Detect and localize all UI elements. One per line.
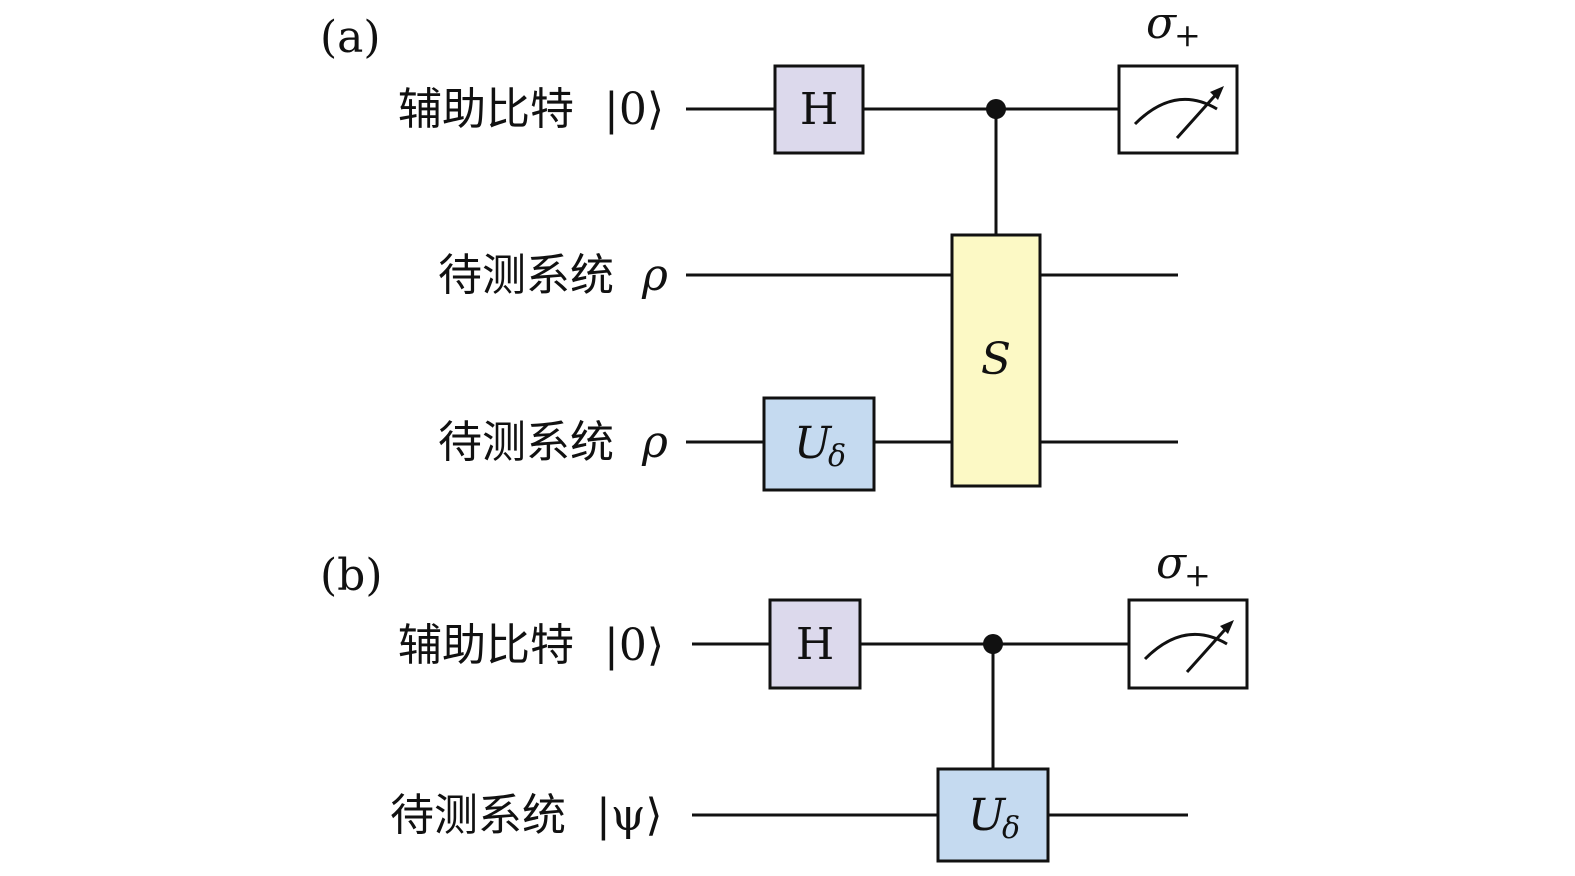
panel-a-wire3-state: ρ	[641, 417, 668, 468]
panel-b-unitary-base: U	[968, 790, 1007, 841]
panel-a-measurement-sub: +	[1174, 16, 1201, 54]
panel-b-control-dot	[983, 634, 1003, 654]
panel-a-swap-gate	[950, 233, 1042, 488]
panel-b-unitary-sub: δ	[1002, 811, 1020, 846]
panel-b-measurement-sub: +	[1184, 556, 1211, 594]
panel-b-hadamard-gate	[768, 598, 862, 690]
panel-a-wire2-text: 待测系统	[438, 250, 614, 301]
panel-a-wire3-text: 待测系统	[438, 417, 614, 468]
panel-a-swap-label: S	[981, 334, 1011, 385]
panel-b-label: (b)	[320, 550, 383, 601]
panel-a-wire2-state: ρ	[641, 250, 668, 301]
panel-b: (b) 辅助比特 |0⟩ 待测系统 |ψ⟩ H U δ σ +	[320, 538, 1249, 863]
panel-a-control-dot	[986, 99, 1006, 119]
panel-a: (a) 辅助比特 |0⟩ 待测系统 ρ 待测系统 ρ H S U δ	[320, 0, 1239, 492]
panel-b-wire2-state: |ψ⟩	[596, 790, 663, 841]
panel-a-unitary-gate	[762, 396, 876, 492]
panel-b-hadamard-label: H	[796, 619, 834, 670]
panel-a-wire1-text: 辅助比特	[398, 84, 574, 135]
panel-a-meter-icon	[1133, 86, 1224, 140]
panel-b-unitary-gate	[936, 767, 1050, 863]
panel-a-unitary-sub: δ	[828, 439, 846, 474]
panel-a-unitary-base: U	[794, 418, 833, 469]
panel-a-hadamard-label: H	[800, 84, 838, 135]
panel-b-measurement-base: σ	[1156, 538, 1188, 589]
panel-b-wire2-text: 待测系统	[390, 790, 566, 841]
panel-b-wire1-state: |0⟩	[604, 620, 664, 671]
panel-a-wire1-state: |0⟩	[604, 84, 664, 135]
panel-b-measurement-box	[1127, 598, 1249, 690]
panel-a-hadamard-gate	[773, 64, 865, 155]
panel-b-meter-icon	[1143, 620, 1234, 674]
panel-a-measurement-base: σ	[1146, 0, 1178, 49]
panel-b-wire1-text: 辅助比特	[398, 620, 574, 671]
panel-a-label: (a)	[320, 12, 381, 63]
panel-a-measurement-box	[1117, 64, 1239, 155]
